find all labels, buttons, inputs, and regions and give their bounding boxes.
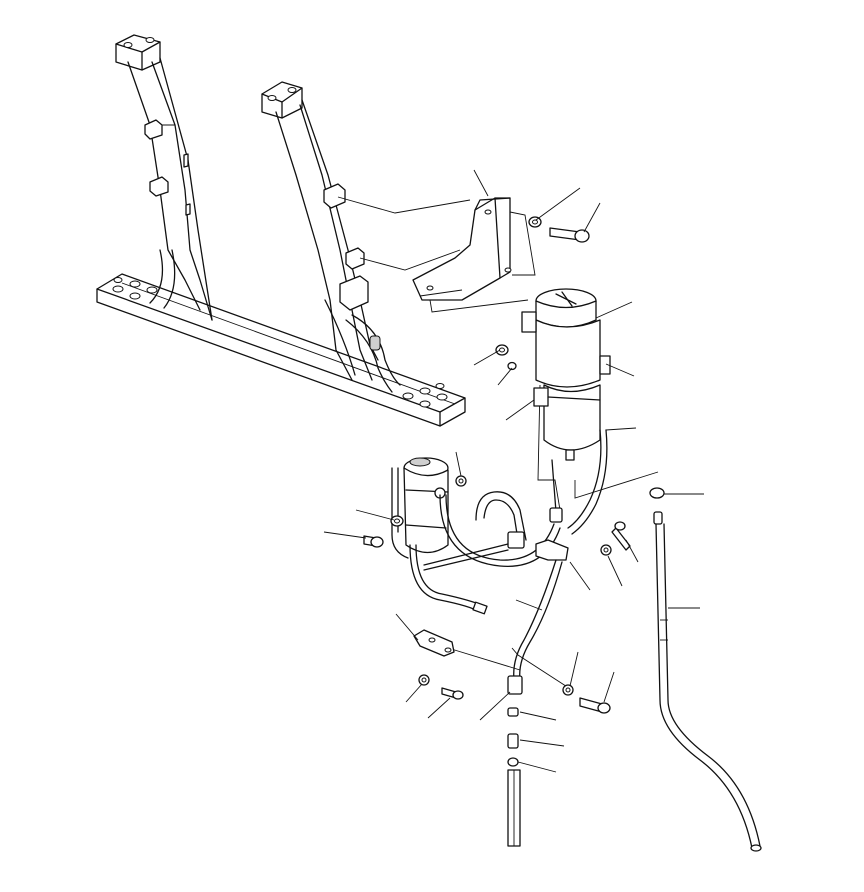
leader-line	[473, 349, 501, 366]
lower-bolt-right	[579, 697, 611, 714]
bracket-bolt	[549, 227, 590, 243]
leader-line	[595, 301, 633, 319]
leader-line	[355, 509, 395, 521]
suction-hose-long	[649, 487, 762, 852]
leader-line	[323, 531, 367, 539]
leader-line	[455, 451, 462, 477]
leader-line	[427, 697, 451, 719]
assembly-guide-lines	[337, 196, 659, 691]
mid-bolt	[611, 521, 631, 551]
lower-fitting-stack	[507, 707, 521, 847]
lower-washer-right	[562, 684, 574, 696]
leader-line	[569, 561, 591, 591]
frame-left-post	[115, 34, 213, 321]
leader-line	[395, 613, 419, 641]
leader-line	[569, 651, 579, 687]
frame-base-beam	[96, 273, 466, 427]
fuel-lines	[409, 429, 608, 695]
leader-line	[535, 187, 581, 221]
leader-line	[519, 711, 557, 721]
leader-line	[405, 683, 423, 703]
mounting-bracket-plate	[412, 197, 512, 301]
callout-leaders	[323, 169, 704, 773]
leader-line	[515, 599, 543, 611]
lower-bracket-nut	[418, 674, 430, 686]
bracket-washer	[528, 216, 542, 228]
leader-line	[605, 427, 637, 431]
leader-line	[479, 691, 511, 721]
secondary-filter-nut	[455, 475, 467, 487]
leader-line	[603, 671, 615, 703]
leader-line	[505, 399, 535, 421]
leader-line	[497, 367, 513, 386]
secondary-filter-bolt	[363, 535, 384, 548]
leader-line	[583, 202, 601, 233]
frame-right-post	[261, 81, 401, 393]
fuel-filter-main	[521, 288, 611, 461]
leader-line	[605, 363, 635, 377]
fuel-filter-secondary	[391, 457, 449, 559]
leader-line	[473, 169, 489, 197]
secondary-filter-washer	[390, 515, 404, 527]
lower-bracket-bolt	[441, 687, 464, 700]
mid-nut	[600, 544, 612, 556]
leader-line	[517, 761, 557, 773]
leader-line	[519, 739, 565, 747]
leader-line	[625, 539, 639, 563]
small-bolt-upper	[507, 361, 517, 371]
lower-bracket	[413, 629, 455, 657]
small-nut-upper	[495, 344, 509, 356]
leader-line	[607, 555, 623, 587]
